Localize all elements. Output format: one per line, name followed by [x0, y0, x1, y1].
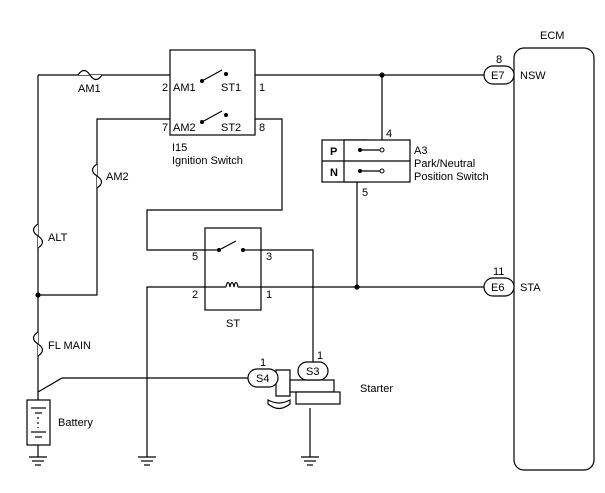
- fuse-am2: AM2: [91, 163, 129, 189]
- starter-pin-s4: 1: [260, 357, 266, 369]
- pn-ref: A3: [414, 145, 427, 157]
- fuse-alt: ALT: [32, 223, 68, 249]
- st-pin-3: 3: [266, 251, 272, 263]
- ecm-pin-sta: STA: [520, 282, 541, 294]
- pn-label-2: Position Switch: [414, 171, 489, 183]
- pn-pin-5: 5: [362, 187, 368, 199]
- ign-label: Ignition Switch: [172, 155, 243, 167]
- fuse-am1: AM1: [77, 69, 103, 95]
- starter: S4 1 S3 1 Starter: [247, 350, 393, 410]
- ign-term-am1: AM1: [173, 82, 196, 94]
- fuse-am2-label: AM2: [106, 171, 129, 183]
- st-pin-5: 5: [192, 251, 198, 263]
- battery-label: Battery: [58, 417, 93, 429]
- ecm-conn-e6: E6: [491, 282, 504, 294]
- ign-pin-2: 2: [162, 82, 168, 94]
- wires: [37, 74, 484, 457]
- pn-pos-n: N: [330, 167, 338, 179]
- ign-term-am2: AM2: [173, 122, 196, 134]
- ign-term-st2: ST2: [221, 122, 241, 134]
- fuse-fl-main: FL MAIN: [32, 331, 91, 357]
- ecm-pin-11: 11: [493, 266, 504, 278]
- ecm-pin-8: 8: [496, 54, 502, 66]
- battery: Battery: [26, 399, 93, 446]
- ign-ref: I15: [172, 142, 187, 154]
- junction-dots: [35, 72, 385, 298]
- st-label: ST: [226, 318, 240, 330]
- starter-conn-s4: S4: [256, 373, 269, 385]
- ecm: ECM E7 8 NSW E6 11 STA: [483, 30, 595, 471]
- starter-pin-s3: 1: [317, 350, 323, 362]
- pn-pos-p: P: [330, 146, 337, 158]
- park-neutral-switch: P N 4 5 A3 Park/Neutral Position Switch: [321, 128, 489, 199]
- fuse-fl-main-label: FL MAIN: [48, 340, 91, 352]
- ecm-label: ECM: [540, 30, 564, 42]
- ecm-conn-e7: E7: [491, 70, 504, 82]
- ground-starter: [301, 456, 319, 466]
- ground-battery: [29, 456, 47, 466]
- pn-label-1: Park/Neutral: [414, 158, 475, 170]
- ign-term-st1: ST1: [221, 82, 241, 94]
- ign-pin-7: 7: [162, 122, 168, 134]
- pn-pin-4: 4: [386, 128, 392, 140]
- ground-relay: [138, 456, 156, 466]
- starter-label: Starter: [360, 383, 393, 395]
- st-pin-1: 1: [266, 289, 272, 301]
- starter-conn-s3: S3: [306, 366, 319, 378]
- fuse-am1-label: AM1: [78, 83, 101, 95]
- st-pin-2: 2: [192, 289, 198, 301]
- ign-pin-8: 8: [259, 122, 265, 134]
- ignition-switch: 2 AM1 ST1 1 7 AM2 ST2 8 I15 Ignition Swi…: [162, 49, 265, 167]
- ecm-pin-nsw: NSW: [520, 70, 546, 82]
- ign-pin-1: 1: [259, 82, 265, 94]
- fuse-alt-label: ALT: [48, 232, 68, 244]
- st-relay: 5 3 2 1 ST: [192, 227, 272, 330]
